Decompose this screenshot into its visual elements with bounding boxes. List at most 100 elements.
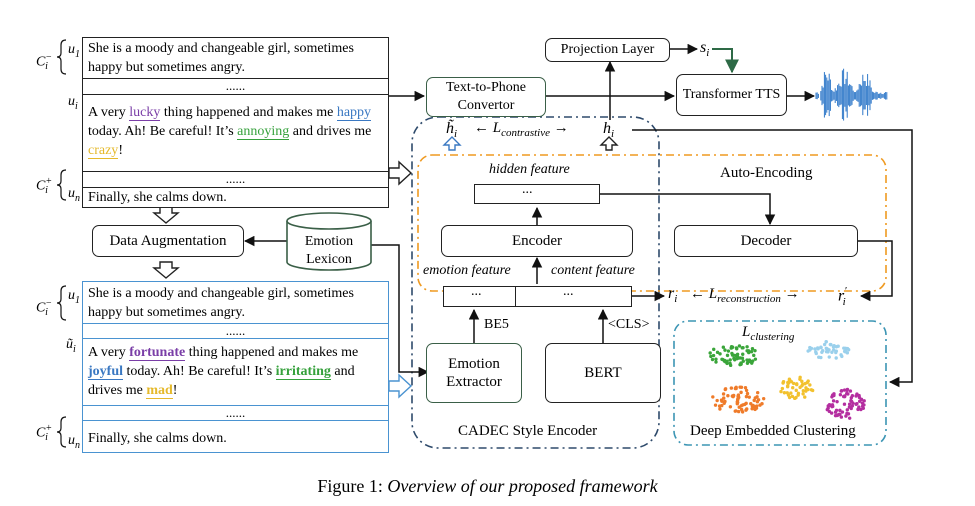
cluster-point [845, 388, 849, 393]
cluster-point [721, 345, 726, 349]
top-dots-2: ...... [225, 171, 246, 186]
top-u1-text: She is a moody and changeable girl, some… [88, 41, 354, 75]
cluster-point [808, 383, 812, 387]
cluster-point [750, 346, 755, 351]
dec-region [673, 320, 887, 446]
cluster-point [862, 399, 866, 403]
cluster-point [838, 408, 842, 413]
cluster-point [743, 385, 748, 390]
cluster-point [737, 344, 742, 348]
cluster-point [785, 385, 790, 389]
cluster-point [709, 354, 713, 359]
cluster-point [754, 406, 759, 410]
cluster-point [723, 387, 727, 392]
cluster-point [842, 402, 847, 406]
cluster-point [840, 354, 844, 359]
cluster-point [736, 394, 740, 398]
cluster-point [840, 410, 845, 414]
sentence-fragment: and drives me [289, 124, 372, 139]
cluster-point [789, 391, 793, 395]
cluster-point [729, 345, 734, 349]
cluster-point [801, 392, 805, 396]
cluster-point [794, 382, 799, 386]
ui-top: ui [68, 94, 78, 112]
cluster-point [721, 392, 726, 396]
cluster-point [834, 408, 839, 413]
cluster-point [747, 395, 751, 399]
cluster-point [831, 399, 836, 403]
emotion-feature-ellipsis: ... [471, 284, 482, 299]
hidden-feature-label: hidden feature [489, 162, 570, 177]
cluster-point [846, 392, 850, 396]
cluster-point [728, 358, 732, 362]
cluster-point [786, 380, 790, 385]
cluster-point [734, 346, 739, 350]
cluster-point [723, 348, 727, 352]
cluster-point [810, 388, 815, 393]
emotion-word-purple: fortunate [129, 345, 186, 361]
cluster-point [738, 385, 742, 389]
cluster-point [736, 397, 740, 402]
cluster-point [847, 416, 852, 420]
cluster-point [860, 401, 865, 405]
cluster-point [855, 392, 859, 396]
cluster-point [728, 405, 733, 409]
u1-bottom: u1 [68, 288, 80, 306]
cluster-point [761, 396, 766, 401]
bottom-ui-text: A very fortunate thing happened and make… [83, 343, 388, 400]
cluster-point [737, 405, 741, 409]
s-i-label: si [700, 39, 710, 60]
cluster-point [710, 357, 715, 362]
auto-encoding-label: Auto-Encoding [720, 165, 813, 181]
emotion-lexicon-cylinder [286, 212, 372, 271]
emotion-lexicon-label: Emotion Lexicon [304, 234, 354, 267]
cluster-point [790, 394, 795, 399]
cluster-point [750, 404, 755, 408]
cluster-point [739, 390, 743, 395]
cluster-point [744, 394, 749, 399]
cluster-point [750, 359, 755, 363]
emotion-feature-label: emotion feature [423, 263, 511, 278]
cluster-point [843, 394, 847, 398]
sentence-fragment: thing happened and makes me [160, 105, 337, 120]
cluster-point [726, 394, 730, 398]
cluster-point [817, 355, 821, 359]
hollow-arrow-down-1 [152, 206, 180, 224]
cluster-point [859, 407, 863, 412]
hollow-arrow-up-htilde [442, 136, 462, 151]
sentence-fragment: A very [88, 345, 130, 360]
cluster-point [806, 379, 810, 383]
c-plus-top: C+i [36, 176, 53, 197]
cluster-point [788, 378, 792, 382]
cls-label: <CLS> [608, 317, 650, 332]
data-augmentation-box: Data Augmentation [92, 225, 244, 257]
cluster-point [714, 357, 718, 361]
cluster-point [722, 396, 726, 400]
auto-encoding-region [417, 154, 887, 292]
cluster-point [781, 380, 786, 384]
cluster-point [800, 384, 804, 388]
cluster-point [749, 350, 754, 354]
cluster-point [849, 396, 854, 400]
sentence-fragment: ! [172, 383, 178, 398]
audio-waveform [815, 68, 888, 121]
cluster-point [819, 345, 823, 350]
cluster-point [745, 361, 750, 365]
cluster-point [714, 360, 718, 364]
cluster-point [839, 389, 844, 393]
cluster-point [718, 352, 722, 356]
cluster-point [745, 407, 749, 411]
cluster-point [839, 415, 844, 419]
cluster-point [804, 386, 808, 390]
cluster-point [760, 402, 764, 406]
cluster-point [794, 388, 798, 393]
top-dots-1: ...... [225, 78, 246, 93]
cluster-point [848, 389, 853, 393]
un-bottom: un [68, 433, 80, 451]
cluster-point [713, 403, 718, 407]
cluster-point [809, 346, 814, 351]
cluster-point [826, 404, 830, 408]
bottom-u1-text: She is a moody and changeable girl, some… [88, 286, 354, 320]
cluster-point [813, 347, 817, 351]
c-plus-bottom: C+i [36, 423, 53, 444]
